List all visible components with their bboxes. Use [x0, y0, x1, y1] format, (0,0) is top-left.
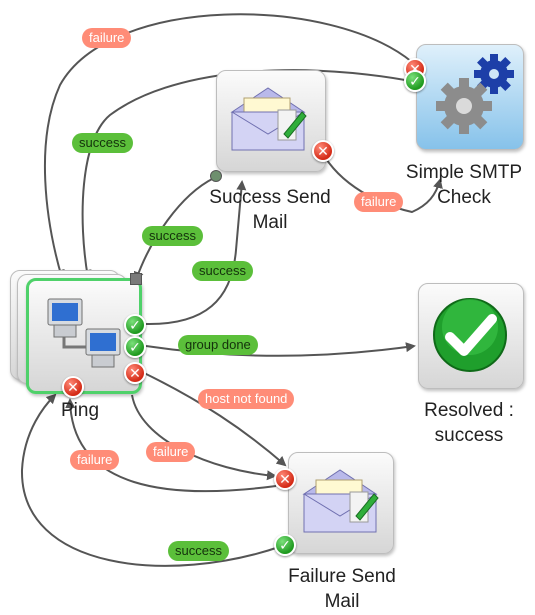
ping-label: Ping [60, 400, 100, 421]
gears-icon [436, 54, 514, 134]
edge-label-smtp-success[interactable]: success [72, 133, 133, 153]
failure-send-mail-label: Failure Send Mail [288, 566, 396, 612]
envelope-icon [302, 469, 379, 533]
simple-smtp-check-success-port-icon[interactable]: ✓ [404, 70, 426, 92]
edge-ping-success-to-success-mail[interactable] [145, 180, 247, 326]
edge-ping-host-not-found-to-failure-mail[interactable] [141, 371, 287, 467]
ping-input-handle[interactable] [130, 273, 142, 285]
edge-failure-mail-failure-to-ping[interactable] [65, 398, 277, 493]
ping-node-box[interactable] [26, 278, 142, 394]
ping-failure-port-icon[interactable]: ✕ [62, 376, 84, 398]
edge-label-ping-failure[interactable]: failure [146, 442, 196, 462]
edge-label-failure-mail-failure[interactable]: failure [70, 450, 120, 470]
edge-smtp-failure-to-ping[interactable] [44, 13, 413, 280]
edge-label-failure-mail-success[interactable]: success [168, 541, 229, 561]
ping-group-done-port-icon[interactable]: ✓ [124, 336, 146, 358]
simple-smtp-check-label: Simple SMTP Check [405, 162, 523, 208]
edge-label-ping-success[interactable]: success [192, 261, 253, 281]
ping-host-not-found-port-icon[interactable]: ✕ [124, 362, 146, 384]
network-computers-icon [47, 298, 121, 368]
edge-success-mail-failure-to-smtp[interactable] [321, 151, 443, 214]
success-send-mail-failure-port-icon[interactable]: ✕ [312, 140, 334, 162]
checkmark-icon [433, 298, 507, 372]
resolved-label: Resolved : success [424, 400, 514, 446]
edge-label-host-not-found[interactable]: host not found [198, 389, 295, 409]
success-send-mail-label: Success Send Mail [209, 187, 331, 233]
edge-label-smtp-failure[interactable]: failure [82, 28, 132, 48]
edge-success-mail-to-ping[interactable] [133, 177, 215, 282]
envelope-icon [230, 87, 307, 151]
edge-label-success-mail-failure[interactable]: failure [354, 192, 404, 212]
edge-label-group-done[interactable]: group done [178, 335, 258, 355]
ping-success-port-icon[interactable]: ✓ [124, 314, 146, 336]
success-send-mail-input-handle[interactable] [210, 170, 222, 182]
failure-send-mail-success-port-icon[interactable]: ✓ [274, 534, 296, 556]
failure-send-mail-failure-port-icon[interactable]: ✕ [274, 468, 296, 490]
edge-failure-mail-success-to-ping[interactable] [20, 393, 283, 567]
edge-label-success-mail-success[interactable]: success [142, 226, 203, 246]
